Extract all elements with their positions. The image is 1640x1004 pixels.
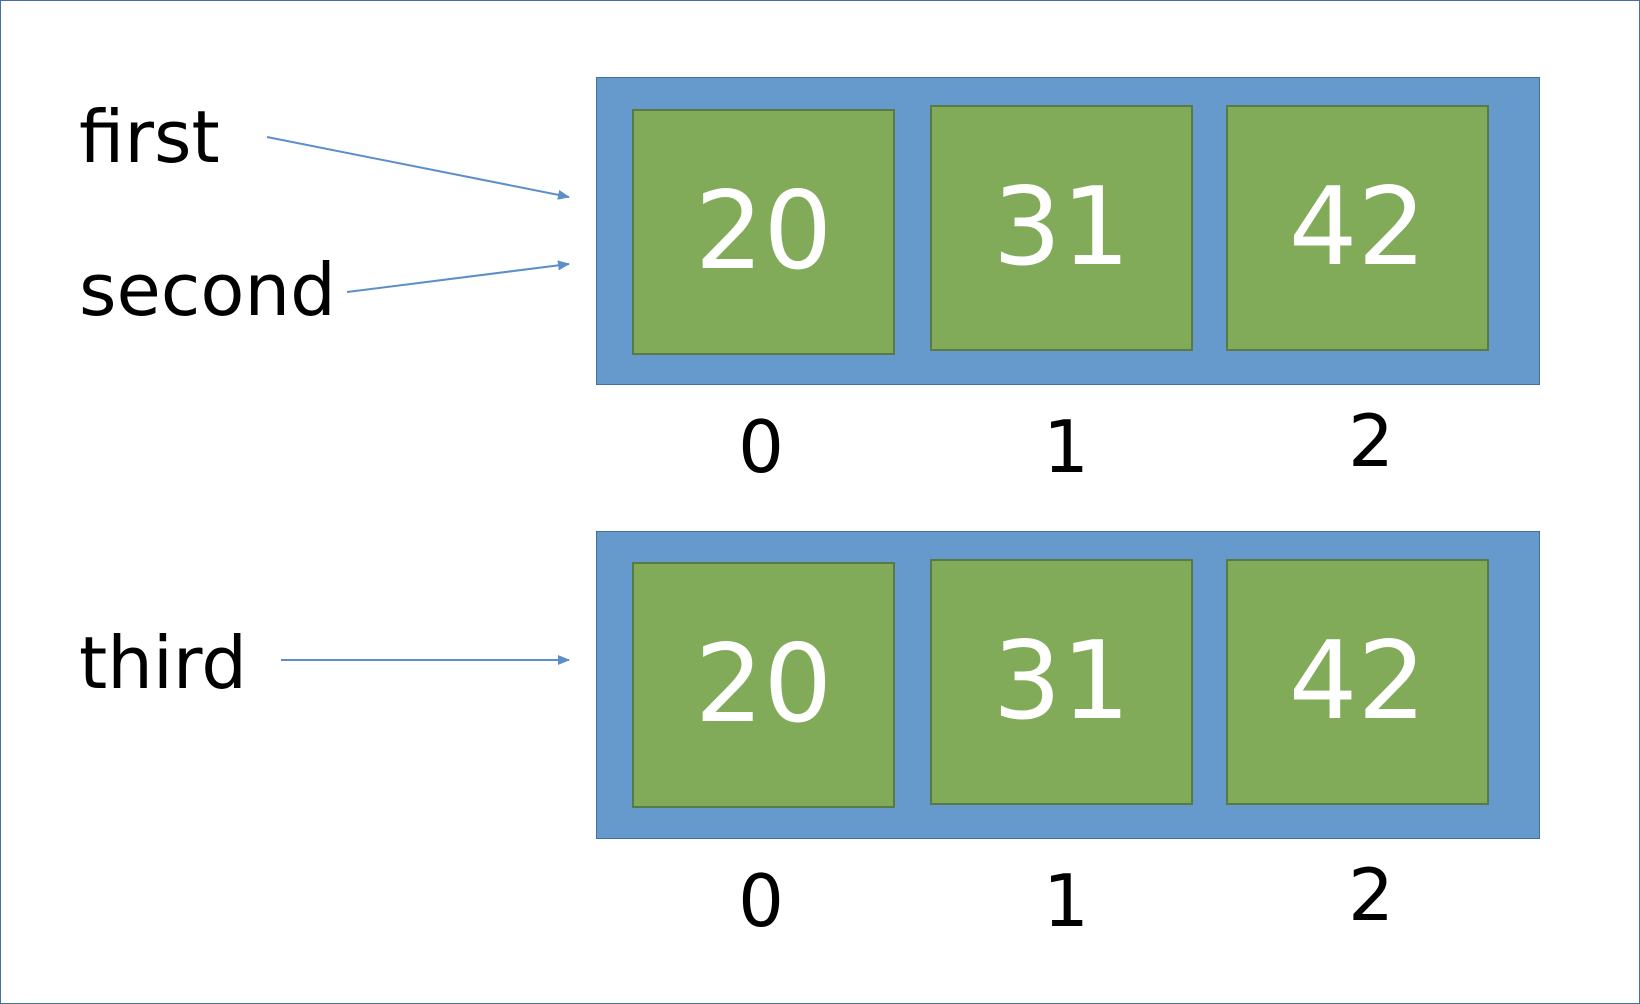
array-cell: 20: [632, 562, 895, 808]
array-box-bottom: 20 31 42: [596, 531, 1540, 839]
second-arrow: [346, 260, 570, 293]
array-cell: 31: [930, 559, 1193, 805]
label-second: second: [79, 248, 336, 332]
index-label: 0: [738, 405, 784, 489]
label-first: first: [79, 95, 220, 179]
array-box-top: 20 31 42: [596, 77, 1540, 385]
index-label: 1: [1043, 405, 1089, 489]
first-arrow: [266, 136, 570, 200]
index-label: 2: [1348, 399, 1394, 483]
index-label: 1: [1043, 859, 1089, 943]
array-cell: 20: [632, 109, 895, 355]
array-cell: 42: [1226, 105, 1489, 351]
label-third: third: [79, 621, 247, 705]
index-label: 0: [738, 859, 784, 943]
array-cell: 42: [1226, 559, 1489, 805]
index-label: 2: [1348, 853, 1394, 937]
array-cell: 31: [930, 105, 1193, 351]
